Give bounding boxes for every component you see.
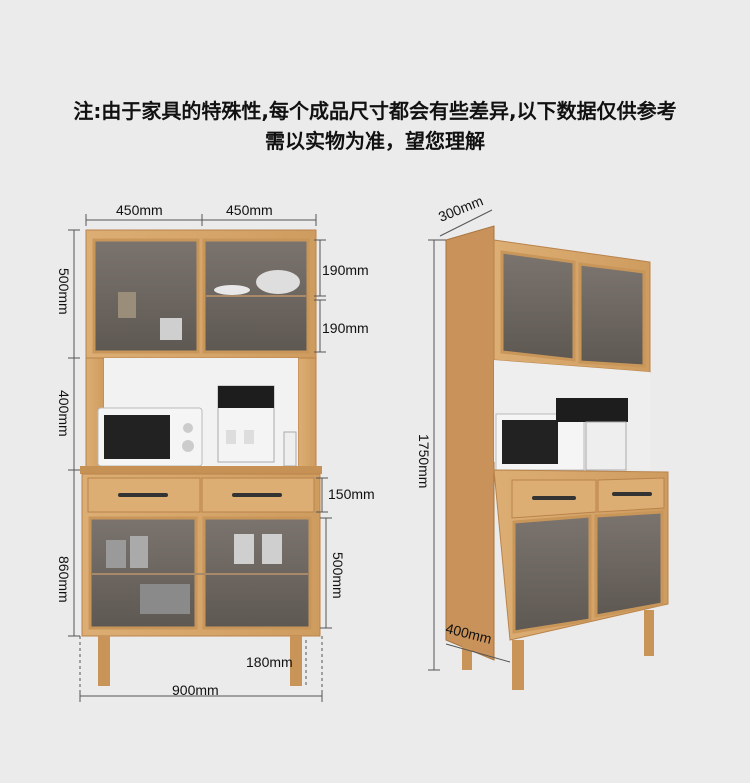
side-dimension-lines <box>428 209 511 671</box>
disclaimer-line-2: 需以实物为准，望您理解 <box>265 129 485 153</box>
disclaimer-line-1: 注:由于家具的特殊性,每个成品尺寸都会有些差异,以下数据仅供参考 <box>73 99 677 123</box>
upper-height-label: 500mm <box>56 268 72 315</box>
shelf-top-label: 190mm <box>322 262 369 278</box>
door-height-label: 500mm <box>330 552 346 599</box>
side-view-cabinet <box>445 225 669 690</box>
shelf-bottom-label: 190mm <box>322 320 369 336</box>
total-height-label: 1750mm <box>416 434 432 489</box>
total-width-label: 900mm <box>172 682 219 698</box>
middle-height-label: 400mm <box>56 390 72 437</box>
width-right-label: 450mm <box>226 202 273 218</box>
lower-height-label: 860mm <box>56 556 72 603</box>
front-view-cabinet <box>80 229 322 686</box>
drawer-height-label: 150mm <box>328 486 375 502</box>
leg-height-label: 180mm <box>246 654 293 670</box>
front-dimension-lines <box>68 214 332 702</box>
width-left-label: 450mm <box>116 202 163 218</box>
